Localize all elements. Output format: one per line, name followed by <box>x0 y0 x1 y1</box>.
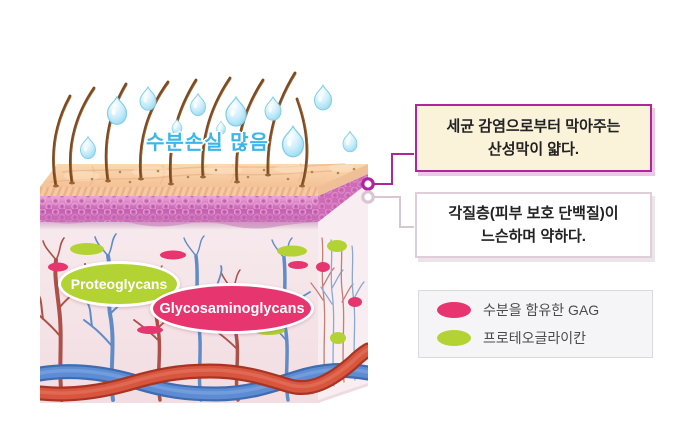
gag-color-swatch <box>437 302 471 318</box>
legend-label-proteoglycan: 프로테오글라이칸 <box>483 330 587 346</box>
callout-stratum-line2: 느슨하며 약하다. <box>481 228 586 245</box>
connector-dot-stratum <box>361 190 375 204</box>
callout-connectors <box>361 153 414 228</box>
glycosaminoglycans-label-text: Glycosaminoglycans <box>159 300 305 317</box>
connector-dot-acid-mantle <box>361 177 375 191</box>
glycosaminoglycans-label-ellipse: Glycosaminoglycans <box>150 283 314 334</box>
proteoglycans-label-text: Proteoglycans <box>70 276 168 292</box>
legend-item-proteoglycan: 프로테오글라이칸 <box>437 328 652 348</box>
proteoglycan-color-swatch <box>437 330 471 346</box>
moisture-loss-label: 수분손실 많음 <box>146 132 269 154</box>
water-drops <box>80 84 358 159</box>
callout-acid-mantle-line1: 세균 감염으로부터 막아주는 <box>446 117 621 135</box>
connector-line-acid-mantle <box>368 153 414 185</box>
vein-tube <box>40 362 368 402</box>
callout-acid-mantle-line2: 산성막이 얇다. <box>487 141 580 158</box>
pore-dots <box>90 167 356 184</box>
callout-acid-mantle: 세균 감염으로부터 막아주는 산성막이 얇다. <box>415 104 652 172</box>
acid-mantle-lip <box>40 164 368 196</box>
connector-line-stratum <box>368 196 414 228</box>
legend-box: 수분을 함유한 GAG 프로테오글라이칸 <box>418 290 653 358</box>
stratum-corneum-layer <box>40 174 368 230</box>
callout-stratum: 각질층(피부 보호 단백질)이 느슨하며 약하다. <box>415 192 652 258</box>
callout-stratum-line1: 각질층(피부 보호 단백질)이 <box>448 204 619 222</box>
legend-label-gag: 수분을 함유한 GAG <box>483 302 600 318</box>
artery-tube <box>40 342 368 402</box>
legend-item-gag: 수분을 함유한 GAG <box>437 300 652 320</box>
